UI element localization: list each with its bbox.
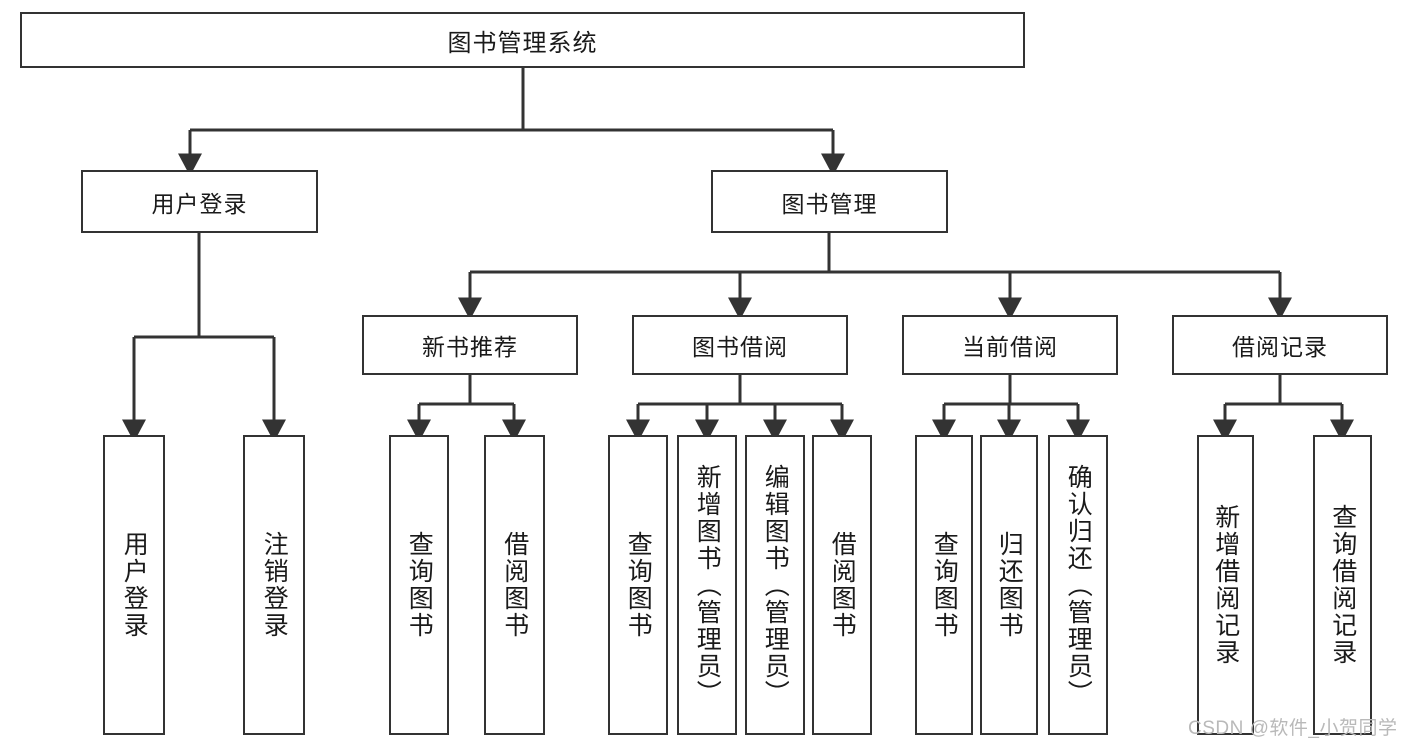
- node-current-borrow[interactable]: 当前借阅: [902, 315, 1118, 375]
- node-borrow-record-label: 借阅记录: [1232, 334, 1328, 360]
- leaf-query-book-2[interactable]: 查询图书: [608, 435, 668, 735]
- leaf-query-record-label: 查询借阅记录: [1328, 504, 1357, 666]
- leaf-add-book-label: 新增图书（管理员）: [693, 463, 722, 707]
- node-new-book-recommend[interactable]: 新书推荐: [362, 315, 578, 375]
- leaf-query-book-3[interactable]: 查询图书: [915, 435, 973, 735]
- node-book-borrow-label: 图书借阅: [692, 334, 788, 360]
- leaf-query-book-1[interactable]: 查询图书: [389, 435, 449, 735]
- leaf-borrow-book-1[interactable]: 借阅图书: [484, 435, 545, 735]
- node-user-login-label: 用户登录: [151, 190, 248, 217]
- node-root[interactable]: 图书管理系统: [20, 12, 1025, 68]
- leaf-edit-book[interactable]: 编辑图书（管理员）: [745, 435, 805, 735]
- leaf-logout-login-label: 注销登录: [260, 531, 289, 639]
- leaf-return-book-label: 归还图书: [995, 531, 1024, 639]
- leaf-query-book-2-label: 查询图书: [624, 531, 653, 639]
- leaf-borrow-book-1-label: 借阅图书: [500, 531, 529, 639]
- leaf-confirm-return-label: 确认归还（管理员）: [1064, 463, 1093, 707]
- node-book-manage-label: 图书管理: [781, 190, 878, 217]
- node-user-login[interactable]: 用户登录: [81, 170, 318, 233]
- node-new-book-recommend-label: 新书推荐: [422, 334, 518, 360]
- node-book-manage[interactable]: 图书管理: [711, 170, 948, 233]
- watermark: CSDN @软件_小贺同学: [1188, 718, 1398, 739]
- leaf-query-book-1-label: 查询图书: [405, 531, 434, 639]
- leaf-add-book[interactable]: 新增图书（管理员）: [677, 435, 737, 735]
- leaf-confirm-return[interactable]: 确认归还（管理员）: [1048, 435, 1108, 735]
- leaf-user-login-label: 用户登录: [120, 531, 149, 639]
- leaf-logout-login[interactable]: 注销登录: [243, 435, 305, 735]
- node-borrow-record[interactable]: 借阅记录: [1172, 315, 1388, 375]
- leaf-add-record[interactable]: 新增借阅记录: [1197, 435, 1254, 735]
- node-root-label: 图书管理系统: [447, 29, 598, 57]
- leaf-borrow-book-2-label: 借阅图书: [828, 531, 857, 639]
- node-current-borrow-label: 当前借阅: [962, 334, 1058, 360]
- leaf-query-book-3-label: 查询图书: [930, 531, 959, 639]
- leaf-borrow-book-2[interactable]: 借阅图书: [812, 435, 872, 735]
- node-book-borrow[interactable]: 图书借阅: [632, 315, 848, 375]
- leaf-return-book[interactable]: 归还图书: [980, 435, 1038, 735]
- leaf-add-record-label: 新增借阅记录: [1211, 504, 1240, 666]
- leaf-query-record[interactable]: 查询借阅记录: [1313, 435, 1372, 735]
- leaf-edit-book-label: 编辑图书（管理员）: [761, 463, 790, 707]
- leaf-user-login[interactable]: 用户登录: [103, 435, 165, 735]
